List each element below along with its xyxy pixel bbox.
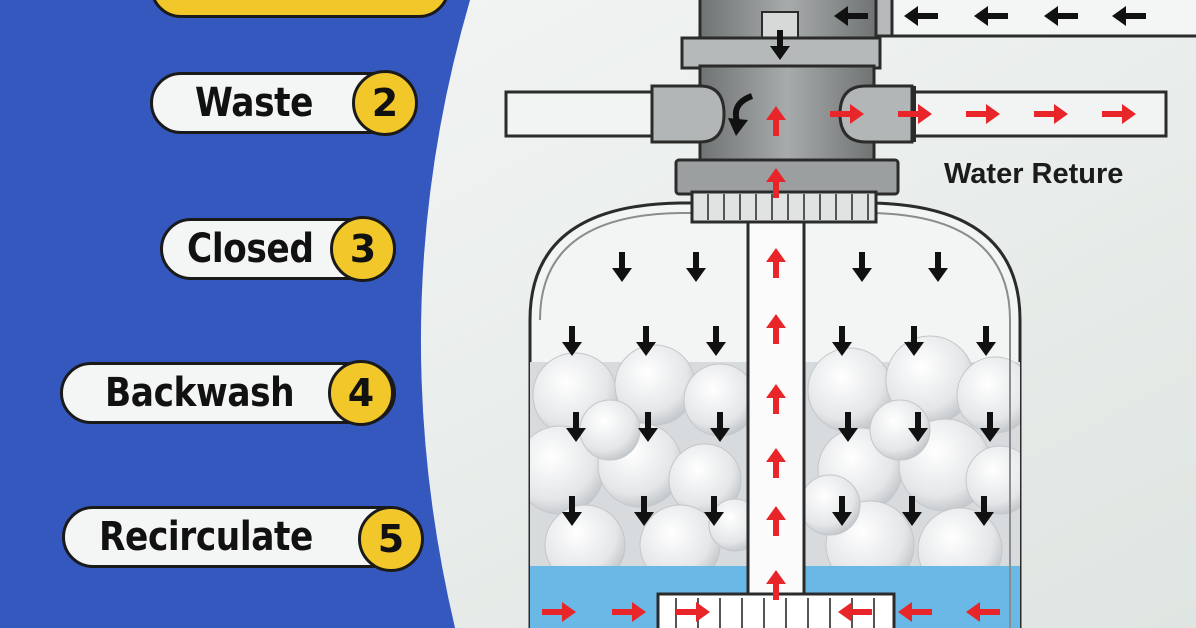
right-arrow-icon (966, 104, 1000, 124)
media-ball (799, 474, 861, 536)
left-arrow-icon (898, 602, 932, 622)
curved-arrow-icon (728, 93, 754, 136)
water-return-label: Water Reture (944, 158, 1124, 190)
left-arrow-icon (1112, 6, 1146, 26)
down-arrow-icon (928, 252, 948, 282)
filter-media (530, 335, 1020, 593)
down-arrow-icon (636, 326, 656, 356)
setting-label: Recirculate (99, 514, 313, 560)
right-arrow-icon (542, 602, 576, 622)
down-arrow-icon (770, 30, 790, 60)
down-arrow-icon (832, 326, 852, 356)
right-arrow-icon (1102, 104, 1136, 124)
waste-pipe (504, 90, 660, 138)
down-arrow-icon (706, 326, 726, 356)
down-arrow-icon (974, 496, 994, 526)
media-ball (579, 399, 641, 461)
setting-label: Backwash (105, 370, 295, 416)
down-arrow-icon (980, 412, 1000, 442)
down-arrow-icon (566, 412, 586, 442)
left-arrow-icon (974, 6, 1008, 26)
setting-number-badge: 5 (358, 506, 424, 572)
down-arrow-icon (902, 496, 922, 526)
left-arrow-icon (966, 602, 1000, 622)
setting-pill-recirculate[interactable]: Recirculate (62, 506, 420, 568)
setting-label: Waste (195, 80, 314, 126)
setting-number-badge: 4 (328, 360, 394, 426)
up-arrow-icon (766, 448, 786, 478)
down-arrow-icon (638, 412, 658, 442)
down-arrow-icon (612, 252, 632, 282)
down-arrow-icon (562, 326, 582, 356)
left-panel-background (0, 0, 470, 628)
flow-arrows (542, 6, 1146, 622)
up-arrow-icon (766, 106, 786, 136)
down-arrow-icon (852, 252, 872, 282)
down-arrow-icon (562, 496, 582, 526)
down-arrow-icon (704, 496, 724, 526)
up-arrow-icon (766, 506, 786, 536)
down-arrow-icon (686, 252, 706, 282)
center-pipe (746, 218, 806, 628)
setting-pill-partial (150, 0, 450, 18)
setting-label: Closed (187, 226, 314, 272)
right-arrow-icon (612, 602, 646, 622)
down-arrow-icon (832, 496, 852, 526)
up-arrow-icon (766, 384, 786, 414)
right-arrow-icon (830, 104, 864, 124)
left-arrow-icon (1044, 6, 1078, 26)
down-arrow-icon (838, 412, 858, 442)
up-arrow-icon (766, 570, 786, 600)
right-arrow-icon (898, 104, 932, 124)
down-arrow-icon (904, 326, 924, 356)
up-arrow-icon (766, 314, 786, 344)
setting-number-badge: 2 (352, 70, 418, 136)
left-arrow-icon (838, 602, 872, 622)
left-arrow-icon (834, 6, 868, 26)
down-arrow-icon (976, 326, 996, 356)
setting-number-badge: 3 (330, 216, 396, 282)
right-arrow-icon (676, 602, 710, 622)
down-arrow-icon (908, 412, 928, 442)
up-arrow-icon (766, 168, 786, 198)
down-arrow-icon (710, 412, 730, 442)
down-arrow-icon (634, 496, 654, 526)
left-arrow-icon (904, 6, 938, 26)
right-arrow-icon (1034, 104, 1068, 124)
up-arrow-icon (766, 248, 786, 278)
